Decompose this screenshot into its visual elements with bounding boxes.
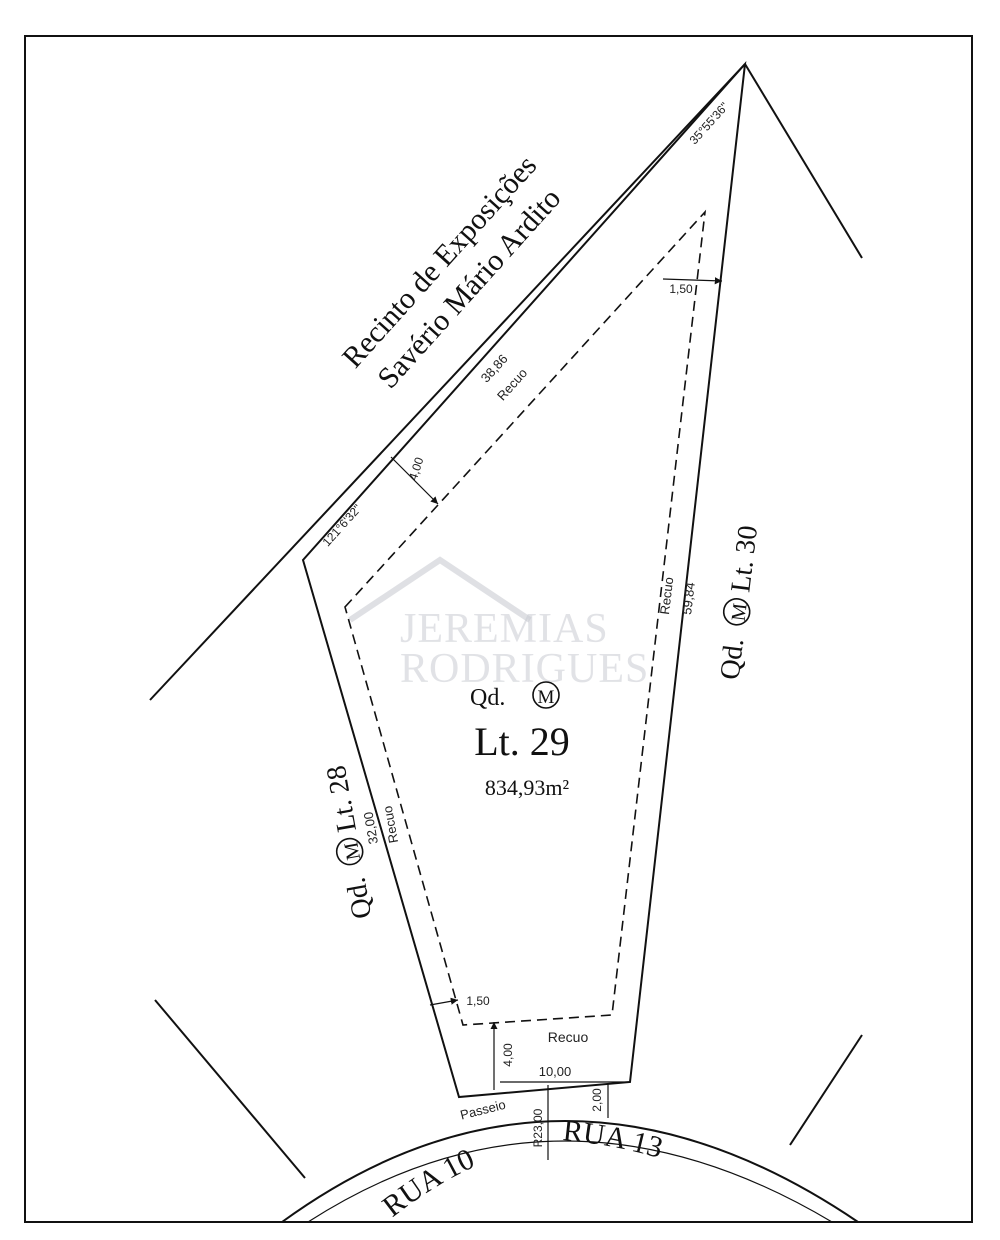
angle-left-label: 121°6'32" bbox=[320, 502, 365, 550]
setback-right-arrow bbox=[662, 277, 723, 285]
left-lot-divider bbox=[154, 999, 306, 1179]
right-side-length: 59,84 bbox=[679, 581, 698, 615]
street-right-text: RUA 13 bbox=[561, 1114, 666, 1165]
setback-front-value: 4,00 bbox=[501, 1043, 515, 1067]
neighbor-right-qd-letter: M bbox=[728, 602, 752, 623]
neighbor-left-qd: Qd. bbox=[341, 875, 379, 921]
street-right-label: RUA 13 bbox=[561, 1114, 666, 1165]
neighbor-right-label: Qd. M Lt. 30 bbox=[715, 524, 765, 682]
sidewalk-label: Passeio bbox=[459, 1097, 508, 1123]
neighbor-top-label: Recinto de Exposições Savério Mário Ardi… bbox=[336, 149, 568, 395]
setback-top-arrow bbox=[390, 456, 439, 505]
neighbor-right-lt: Lt. 30 bbox=[725, 524, 764, 594]
lot-qd-letter: M bbox=[538, 687, 555, 708]
neighbor-right-qd: Qd. bbox=[715, 637, 751, 682]
street-left-label: RUA 10 bbox=[376, 1142, 479, 1223]
page-frame bbox=[24, 35, 973, 1223]
right-recuo-label: Recuo bbox=[657, 576, 676, 615]
watermark-line1: JEREMIAS bbox=[400, 606, 609, 652]
front-recuo-label: Recuo bbox=[548, 1029, 589, 1045]
lot-number: Lt. 29 bbox=[474, 719, 570, 764]
lot-qd-circle bbox=[532, 681, 560, 709]
right-side-dimension: Recuo 59,84 bbox=[657, 576, 698, 615]
watermark: JEREMIAS RODRIGUES bbox=[348, 556, 649, 692]
lot-label: Qd. M Lt. 29 834,93m² bbox=[470, 681, 570, 800]
setback-left-arrow bbox=[429, 997, 459, 1006]
setback-top-value: 4,00 bbox=[406, 455, 427, 482]
neighbor-right-qd-circle bbox=[722, 597, 751, 626]
neighbor-boundary-line bbox=[744, 63, 863, 259]
exhibition-boundary-line bbox=[149, 63, 746, 701]
radius-label: R23,00 bbox=[531, 1108, 545, 1147]
setback-left-value: 1,50 bbox=[466, 994, 490, 1008]
lot-qd: Qd. bbox=[470, 685, 505, 711]
sidewalk-width-value: 2,00 bbox=[590, 1088, 604, 1112]
street-curb-inner bbox=[281, 1120, 859, 1223]
street-curb-outer bbox=[307, 1140, 833, 1223]
neighbor-left-lt: Lt. 28 bbox=[321, 763, 363, 834]
left-recuo-label: Recuo bbox=[380, 805, 401, 845]
left-side-dimension: 32,00 Recuo bbox=[361, 805, 402, 846]
setback-line bbox=[344, 209, 707, 1026]
watermark-line2: RODRIGUES bbox=[400, 646, 649, 692]
front-length: 10,00 bbox=[539, 1064, 572, 1079]
right-lot-divider bbox=[789, 1034, 863, 1146]
street-left-text: RUA 10 bbox=[376, 1142, 479, 1223]
left-side-length: 32,00 bbox=[361, 811, 381, 846]
neighbor-left-qd-letter: M bbox=[340, 840, 365, 862]
setback-right-value: 1,50 bbox=[669, 282, 693, 296]
lot-area: 834,93m² bbox=[485, 775, 570, 800]
neighbor-left-qd-circle bbox=[335, 837, 364, 866]
